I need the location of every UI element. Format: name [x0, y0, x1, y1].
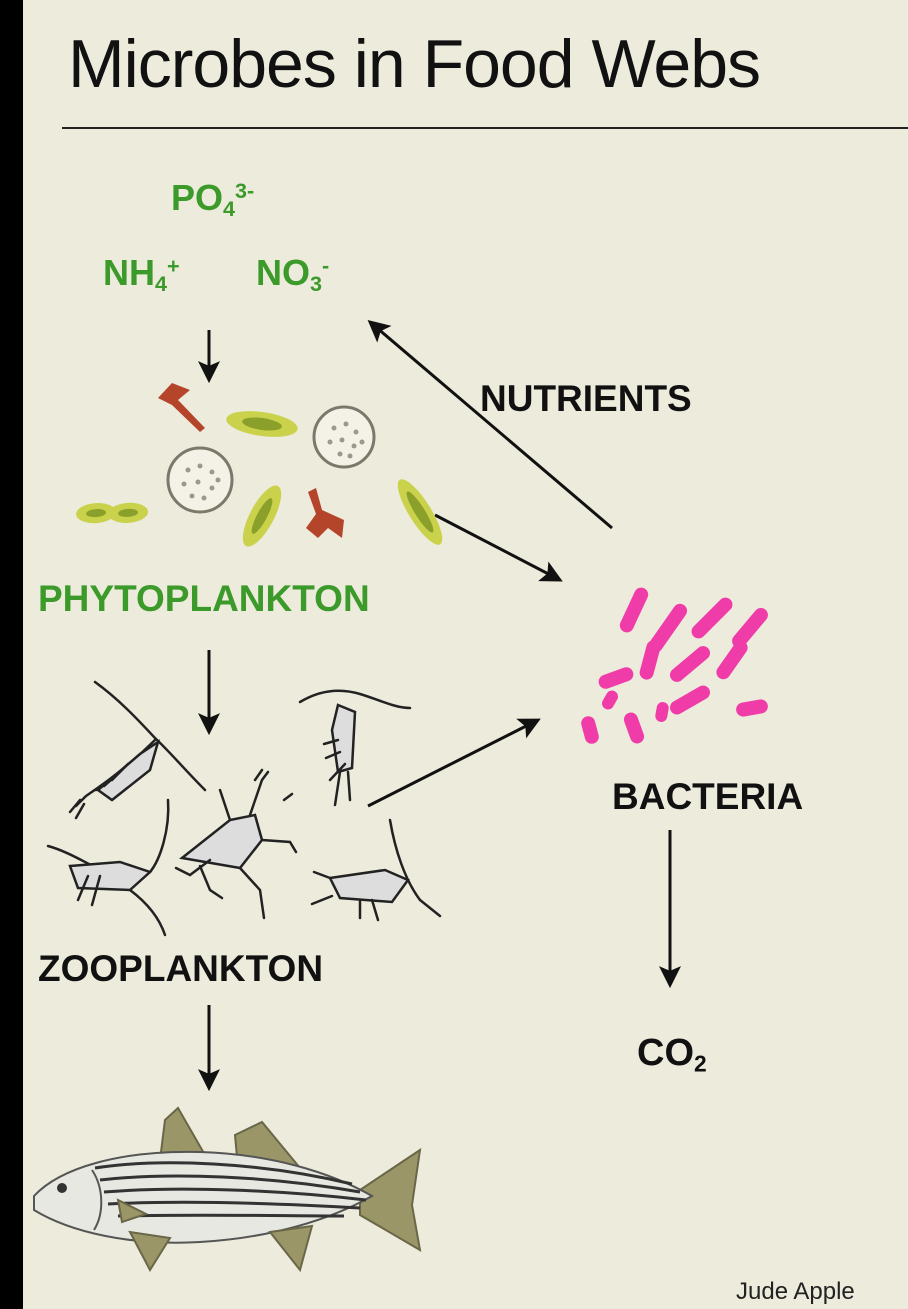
credit-text: Jude Apple: [736, 1278, 855, 1305]
arrow-zooplankton-to-bacteria: [367, 718, 541, 808]
po4-base: PO: [171, 177, 224, 218]
title-divider: [62, 127, 908, 129]
co2-label: CO2: [637, 1034, 707, 1075]
nutrients-label: NUTRIENTS: [480, 378, 692, 419]
nh4-sup: +: [167, 253, 180, 279]
phytoplankton-cluster-icon: [76, 383, 443, 547]
fish-icon: [33, 1106, 422, 1273]
diagram-panel: [23, 0, 908, 1309]
bacteria-label: BACTERIA: [612, 776, 804, 817]
nh4-base: NH: [103, 252, 155, 293]
nh4-sub: 4: [155, 271, 168, 297]
co2-base: CO: [637, 1032, 694, 1074]
no3-sub: 3: [310, 271, 323, 297]
nutrient-po4-label: PO43-: [171, 180, 254, 220]
no3-base: NO: [256, 252, 310, 293]
no3-sup: -: [322, 253, 330, 279]
arrow-phytoplankton-to-bacteria: [434, 513, 563, 582]
page-title: Microbes in Food Webs: [68, 26, 761, 102]
arrow-bacteria-to-nutrients: [367, 319, 613, 530]
nutrient-nh4-label: NH4+: [103, 255, 180, 295]
zooplankton-cluster-icon: [46, 680, 442, 937]
co2-sub: 2: [694, 1050, 707, 1077]
po4-sup: 3-: [235, 178, 255, 204]
nutrient-no3-label: NO3-: [256, 255, 329, 295]
bacteria-cluster-icon: [581, 587, 768, 744]
zooplankton-label: ZOOPLANKTON: [38, 948, 324, 989]
po4-sub: 4: [223, 196, 236, 222]
phytoplankton-label: PHYTOPLANKTON: [38, 578, 370, 619]
